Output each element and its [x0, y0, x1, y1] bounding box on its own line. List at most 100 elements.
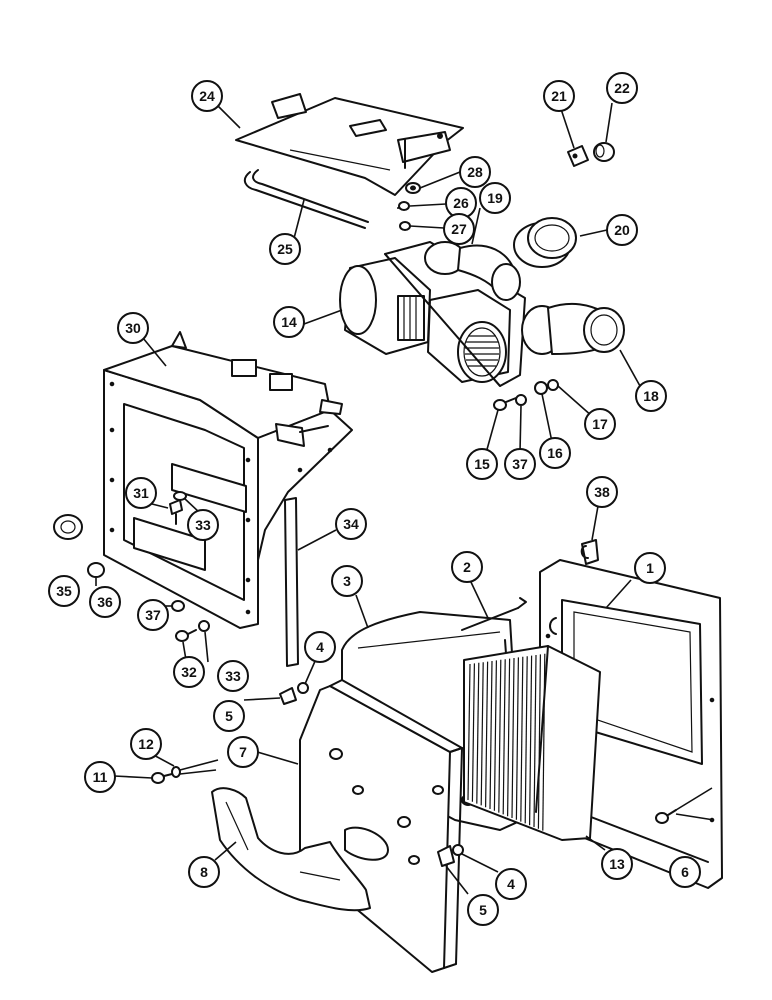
part-15-bolt — [493, 397, 517, 411]
svg-text:24: 24 — [199, 88, 215, 104]
callout-30: 30 — [117, 312, 149, 344]
svg-text:18: 18 — [643, 388, 659, 404]
part-16-washer — [534, 381, 548, 395]
callout-17: 17 — [584, 408, 616, 440]
callout-28: 28 — [459, 156, 491, 188]
callout-27: 27 — [443, 213, 475, 245]
part-19-duct-elbow — [424, 241, 521, 301]
svg-text:32: 32 — [181, 664, 197, 680]
part-5-wingnut-lower — [437, 845, 455, 867]
callout-35: 35 — [48, 575, 80, 607]
callout-14: 14 — [273, 306, 305, 338]
svg-text:15: 15 — [474, 456, 490, 472]
callout-6: 6 — [669, 856, 701, 888]
svg-text:4: 4 — [507, 876, 515, 892]
leader-12-11-to-bracket — [179, 759, 219, 771]
callout-22: 22 — [606, 72, 638, 104]
callout-25: 25 — [269, 233, 301, 265]
part-28-nut — [405, 182, 421, 194]
part-12-washer — [171, 766, 181, 778]
callout-33-upper: 33 — [187, 509, 219, 541]
callout-12: 12 — [130, 728, 162, 760]
callout-2: 2 — [451, 551, 483, 583]
svg-text:20: 20 — [614, 222, 630, 238]
callout-19: 19 — [479, 182, 511, 214]
svg-text:33: 33 — [225, 668, 241, 684]
part-35-grommet — [53, 514, 83, 540]
svg-text:2: 2 — [463, 559, 471, 575]
part-34-seal-strip — [284, 497, 299, 667]
part-17-nut — [547, 379, 559, 391]
part-37-washer — [515, 394, 527, 406]
part-2-rod — [461, 597, 527, 631]
part-25-seal-strip — [243, 169, 369, 229]
part-21-switch — [567, 145, 589, 167]
svg-text:30: 30 — [125, 320, 141, 336]
svg-text:6: 6 — [681, 864, 689, 880]
part-26-screw — [397, 201, 410, 211]
svg-text:28: 28 — [467, 164, 483, 180]
part-33-washer-lower — [198, 620, 210, 632]
svg-text:26: 26 — [453, 195, 469, 211]
svg-text:11: 11 — [93, 769, 108, 785]
callout-18: 18 — [635, 380, 667, 412]
part-27-washer — [399, 221, 411, 231]
callout-5-lower: 5 — [467, 894, 499, 926]
part-33-washer-upper — [173, 491, 187, 501]
svg-text:31: 31 — [133, 485, 149, 501]
callout-32: 32 — [173, 656, 205, 688]
svg-text:37: 37 — [512, 456, 528, 472]
svg-text:12: 12 — [138, 736, 154, 752]
part-18-duct-elbow — [521, 302, 625, 355]
svg-text:4: 4 — [316, 639, 324, 655]
leader-6-to-frame — [675, 787, 713, 811]
part-4-nut-upper — [297, 682, 309, 694]
callout-31: 31 — [125, 477, 157, 509]
part-36-plug — [87, 562, 105, 578]
svg-text:8: 8 — [200, 864, 208, 880]
svg-text:3: 3 — [343, 573, 351, 589]
callout-13: 13 — [601, 848, 633, 880]
part-22-knob — [593, 142, 615, 162]
leader-6-to-frame-2 — [675, 813, 715, 821]
svg-text:1: 1 — [646, 560, 654, 576]
svg-text:34: 34 — [343, 516, 359, 532]
svg-text:13: 13 — [609, 856, 625, 872]
callout-8: 8 — [188, 856, 220, 888]
callout-16: 16 — [539, 437, 571, 469]
leader-lines — [95, 102, 641, 895]
part-8-cover-bracket — [211, 787, 371, 912]
svg-text:14: 14 — [281, 314, 297, 330]
callout-37-upper: 37 — [504, 448, 536, 480]
callout-7: 7 — [227, 736, 259, 768]
callout-24: 24 — [191, 80, 223, 112]
svg-text:21: 21 — [551, 88, 567, 104]
part-13-filter-element — [463, 645, 601, 841]
callout-11: 11 — [84, 761, 116, 793]
callout-26: 26 — [445, 187, 477, 219]
part-32-bolt — [175, 629, 197, 642]
callout-38: 38 — [586, 476, 618, 508]
callout-1: 1 — [634, 552, 666, 584]
part-37-nut-lower — [171, 600, 185, 612]
svg-text:27: 27 — [451, 221, 467, 237]
svg-text:22: 22 — [614, 80, 630, 96]
callout-5-upper: 5 — [213, 700, 245, 732]
part-11-screw — [151, 772, 173, 784]
part-20-duct-ring — [513, 217, 577, 268]
svg-text:19: 19 — [487, 190, 503, 206]
part-31-bolt — [169, 499, 183, 525]
callout-34: 34 — [335, 508, 367, 540]
svg-text:7: 7 — [239, 744, 247, 760]
callout-4-upper: 4 — [304, 631, 336, 663]
callout-37-lower: 37 — [137, 599, 169, 631]
svg-text:25: 25 — [277, 241, 293, 257]
svg-text:37: 37 — [145, 607, 161, 623]
leader-12-11-to-bracket-2 — [179, 769, 217, 775]
callout-15: 15 — [466, 448, 498, 480]
callout-21: 21 — [543, 80, 575, 112]
callout-36: 36 — [89, 586, 121, 618]
svg-text:5: 5 — [225, 708, 233, 724]
